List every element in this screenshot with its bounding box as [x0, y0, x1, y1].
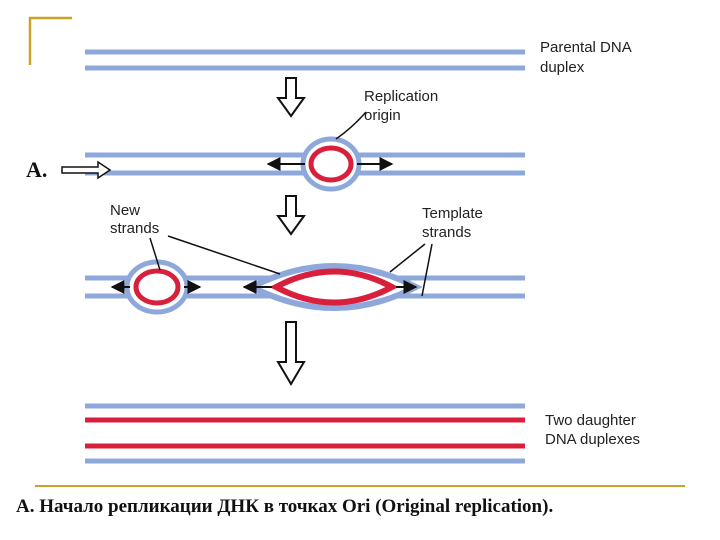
parental-duplex [85, 49, 525, 71]
new-strands-label-2: strands [110, 220, 159, 237]
marker-label: A. [26, 157, 47, 182]
down-arrow-3 [276, 321, 306, 386]
stage-origin [85, 111, 525, 192]
origin-label-2: origin [364, 107, 401, 124]
down-arrow-2 [276, 195, 306, 236]
new-pointer-2 [167, 235, 281, 275]
daughter-label-2: DNA duplexes [545, 431, 640, 448]
parental-label-2: duplex [540, 59, 585, 76]
template-strands-label-1: Template [422, 205, 483, 222]
origin-label-1: Replication [364, 88, 438, 105]
daughter-label-1: Two daughter [545, 412, 636, 429]
template-pointer-1 [389, 243, 426, 273]
marker-arrow [61, 160, 112, 180]
corner-accent [28, 16, 72, 65]
new-pointer-1 [149, 237, 161, 271]
template-strands-label-2: strands [422, 224, 471, 241]
template-pointer-2 [421, 243, 433, 297]
daughter-duplexes [85, 403, 525, 464]
stage-expanding [85, 235, 525, 315]
new-strands-label-1: New [110, 202, 140, 219]
origin-pointer [335, 111, 367, 140]
caption-text: A. Начало репликации ДНК в точках Ori (O… [16, 496, 553, 517]
down-arrow-1 [276, 77, 306, 118]
parental-label-1: Parental DNA [540, 39, 632, 56]
